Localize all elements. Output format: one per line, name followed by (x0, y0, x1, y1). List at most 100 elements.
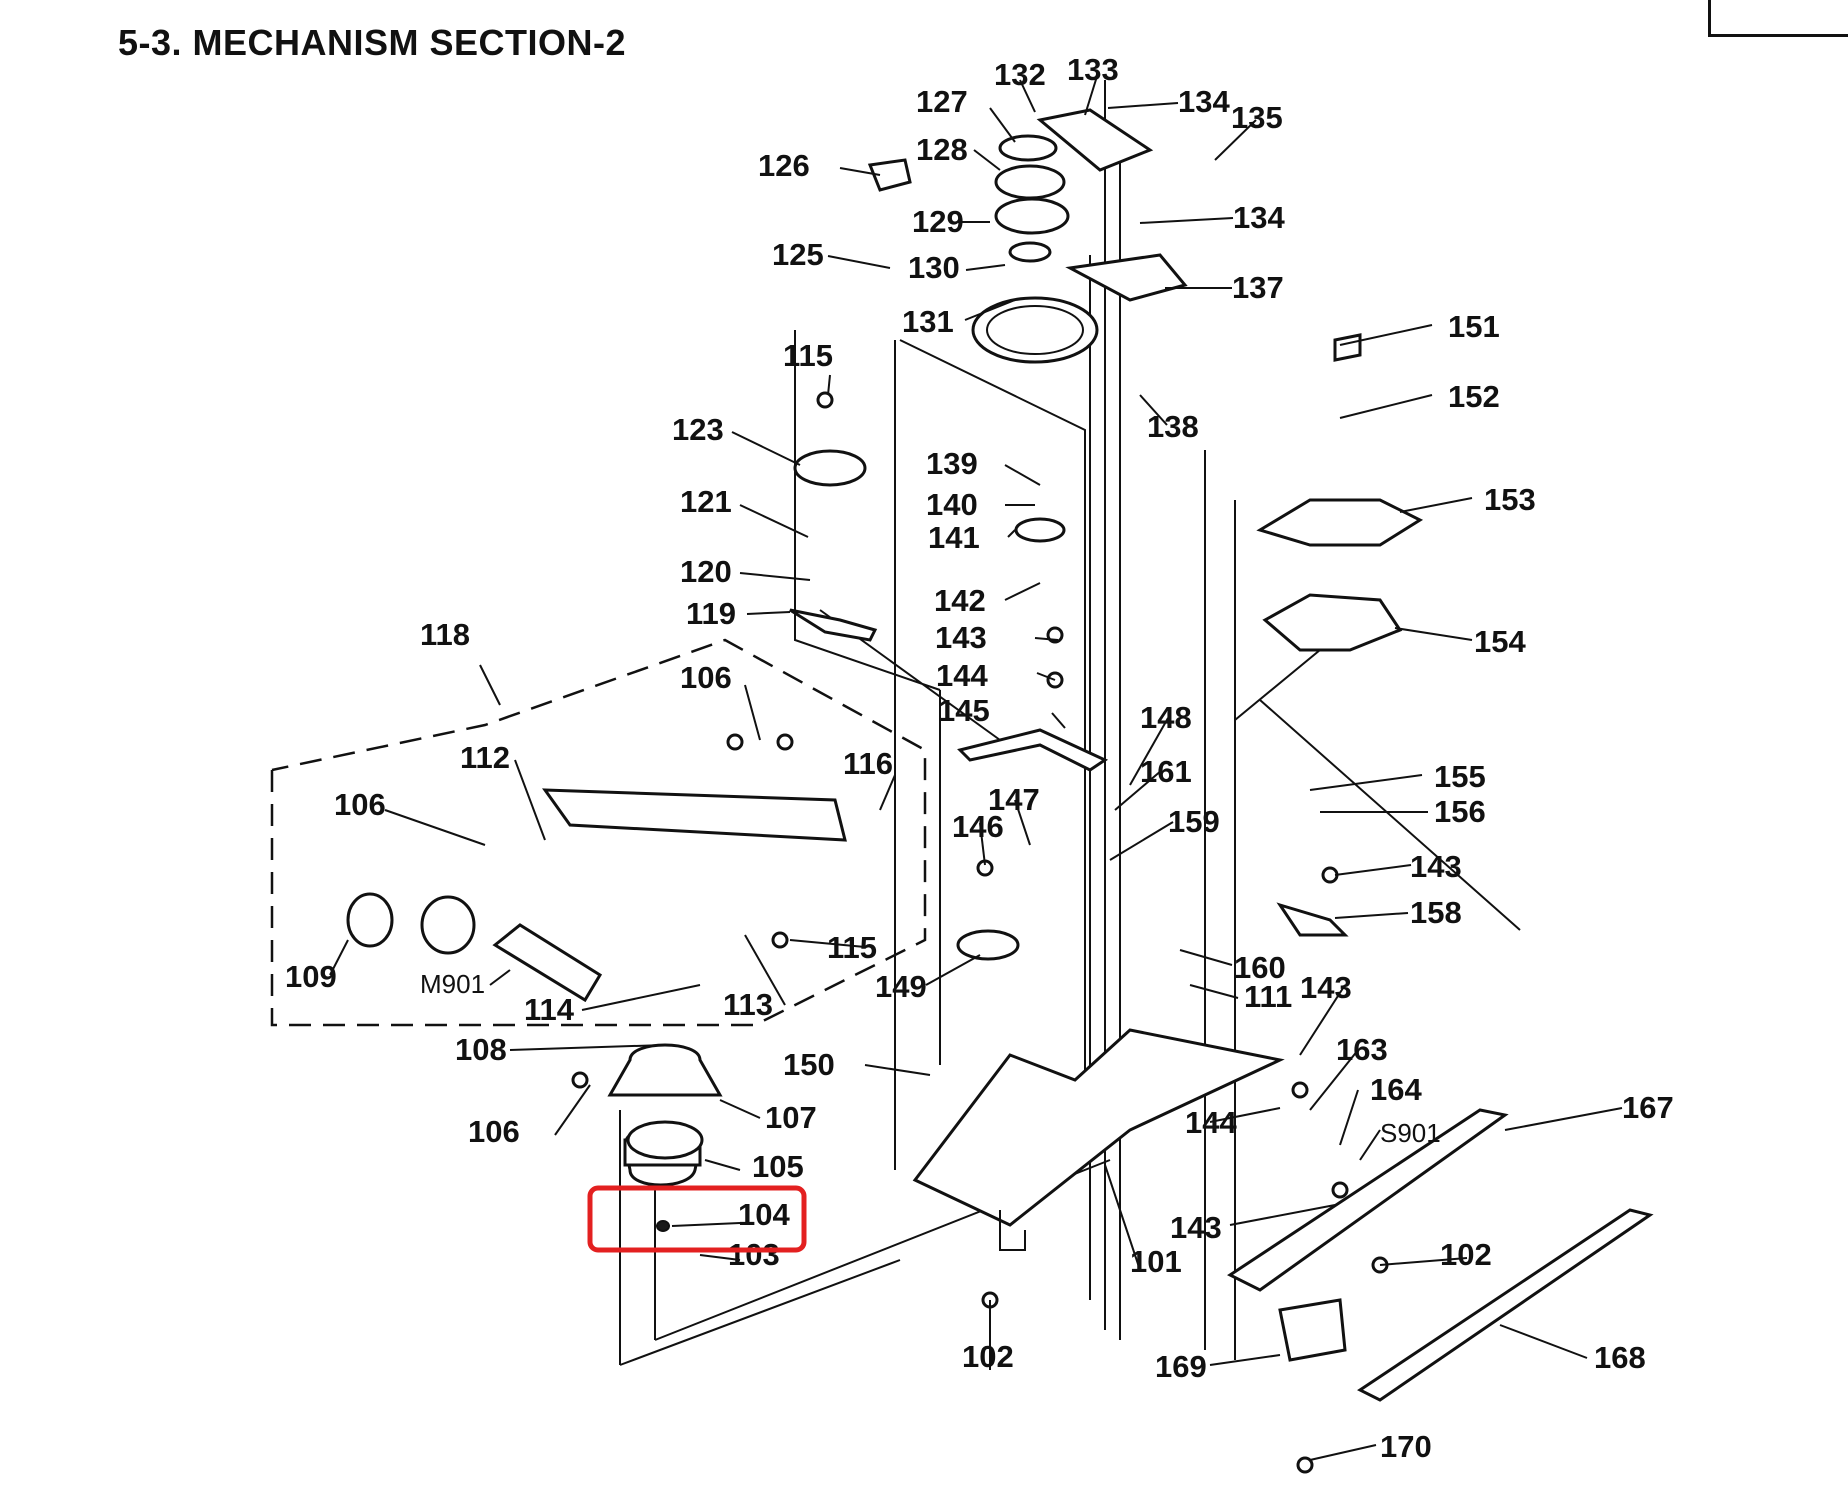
leader-143-43 (1334, 864, 1412, 876)
part-label-102: 102 (962, 1339, 1014, 1374)
leader-147-50 (1014, 799, 1031, 846)
leader-102-2 (1379, 1257, 1468, 1266)
part-label-112: 112 (460, 740, 510, 775)
part-label-114: 114 (524, 992, 575, 1027)
leader-118-19 (479, 664, 501, 706)
leader-S901-71 (1359, 1129, 1381, 1161)
part-label-163: 163 (1336, 1032, 1388, 1067)
part-label-170: 170 (1380, 1429, 1432, 1464)
part-158 (1276, 902, 1349, 937)
leader-107-9 (719, 1099, 761, 1119)
motor-guide-line (899, 339, 1086, 1100)
leader-138-37 (1139, 394, 1168, 426)
screw-7 (1331, 1181, 1349, 1199)
gear-131 (971, 296, 1099, 364)
part-label-119: 119 (686, 596, 736, 631)
part-label-M901: M901 (420, 969, 485, 999)
motor-m901 (492, 923, 603, 1003)
leader-151-54 (1339, 324, 1433, 346)
part-label-158: 158 (1410, 895, 1462, 930)
part-label-104: 104 (738, 1197, 790, 1232)
leader-115-16 (827, 374, 831, 396)
leader-142-41 (1004, 582, 1041, 601)
leader-111-12 (1189, 984, 1239, 999)
part-label-135: 135 (1231, 100, 1283, 135)
leader-131-30 (964, 299, 1016, 321)
pulley-128 (994, 164, 1066, 200)
part-label-159: 159 (1168, 804, 1220, 839)
rail-167 (1227, 1108, 1509, 1292)
page-title: 5-3. MECHANISM SECTION-2 (118, 22, 627, 63)
leader-167-66 (1504, 1107, 1623, 1131)
leader-119-20 (746, 611, 791, 615)
part-label-134: 134 (1178, 84, 1230, 119)
part-label-148: 148 (1140, 700, 1192, 735)
part-label-143: 143 (935, 620, 987, 655)
part-label-101: 101 (1130, 1244, 1182, 1279)
part-label-144: 144 (1185, 1105, 1237, 1140)
lever-154-arm (1234, 649, 1350, 721)
part-label-134: 134 (1233, 200, 1285, 235)
gear-141 (1014, 517, 1066, 543)
leader-144-46 (1036, 672, 1056, 681)
leader-101-0 (1104, 1164, 1141, 1271)
part-label-115: 115 (827, 930, 877, 965)
leader-160-62 (1179, 949, 1233, 966)
part-label-147: 147 (988, 782, 1040, 817)
part-label-123: 123 (672, 412, 724, 447)
part-label-153: 153 (1484, 482, 1536, 517)
bracket-169 (1278, 1298, 1347, 1362)
part-label-S901: S901 (1380, 1118, 1441, 1148)
leader-123-23 (731, 431, 801, 466)
lever-133 (1036, 108, 1154, 172)
part-label-164: 164 (1370, 1072, 1422, 1107)
leader-152-55 (1339, 394, 1433, 419)
part-label-151: 151 (1448, 309, 1500, 344)
leader-163-64 (1309, 1049, 1359, 1111)
part-label-128: 128 (916, 132, 968, 167)
leader-M901-70 (489, 969, 511, 986)
screw-3 (1321, 866, 1339, 884)
base-guide-lines (619, 1110, 1111, 1366)
rail-168 (1357, 1208, 1654, 1402)
lever-153 (1256, 498, 1424, 547)
part-label-103: 103 (728, 1237, 780, 1272)
part-label-106: 106 (468, 1114, 520, 1149)
lever-119 (789, 608, 878, 642)
leader-143-42 (1034, 637, 1059, 641)
part-label-137: 137 (1232, 270, 1284, 305)
washer-130 (1008, 241, 1052, 263)
corner-box (1708, 0, 1848, 37)
leader-158-60 (1334, 912, 1409, 919)
part-label-141: 141 (928, 520, 980, 555)
part-label-144: 144 (936, 658, 988, 693)
leader-108-10 (509, 1044, 666, 1051)
part-label-145: 145 (938, 693, 990, 728)
part-label-127: 127 (916, 84, 968, 119)
part-label-125: 125 (772, 237, 824, 272)
leader-148-51 (1129, 717, 1169, 786)
leader-132-31 (1019, 79, 1036, 113)
leader-164-65 (1339, 1089, 1359, 1146)
part-label-106: 106 (334, 787, 386, 822)
screw-13 (776, 733, 794, 751)
leader-143-44 (1299, 984, 1346, 1056)
part-label-126: 126 (758, 148, 810, 183)
bracket-107 (607, 1043, 723, 1097)
leader-133-32 (1084, 72, 1099, 116)
leader-168-67 (1499, 1324, 1588, 1359)
leader-155-58 (1309, 774, 1423, 791)
part-label-118: 118 (420, 617, 470, 652)
part-label-156: 156 (1434, 794, 1486, 829)
leader-153-56 (1399, 497, 1473, 513)
screw-5 (771, 931, 789, 949)
part-label-169: 169 (1155, 1349, 1207, 1384)
leader-120-21 (739, 572, 811, 581)
leader-127-26 (989, 107, 1016, 143)
part-label-131: 131 (902, 304, 954, 339)
gear-149 (956, 929, 1020, 961)
leader-106-6 (384, 809, 486, 846)
screw-9 (1296, 1456, 1314, 1474)
gear-123 (793, 449, 867, 487)
